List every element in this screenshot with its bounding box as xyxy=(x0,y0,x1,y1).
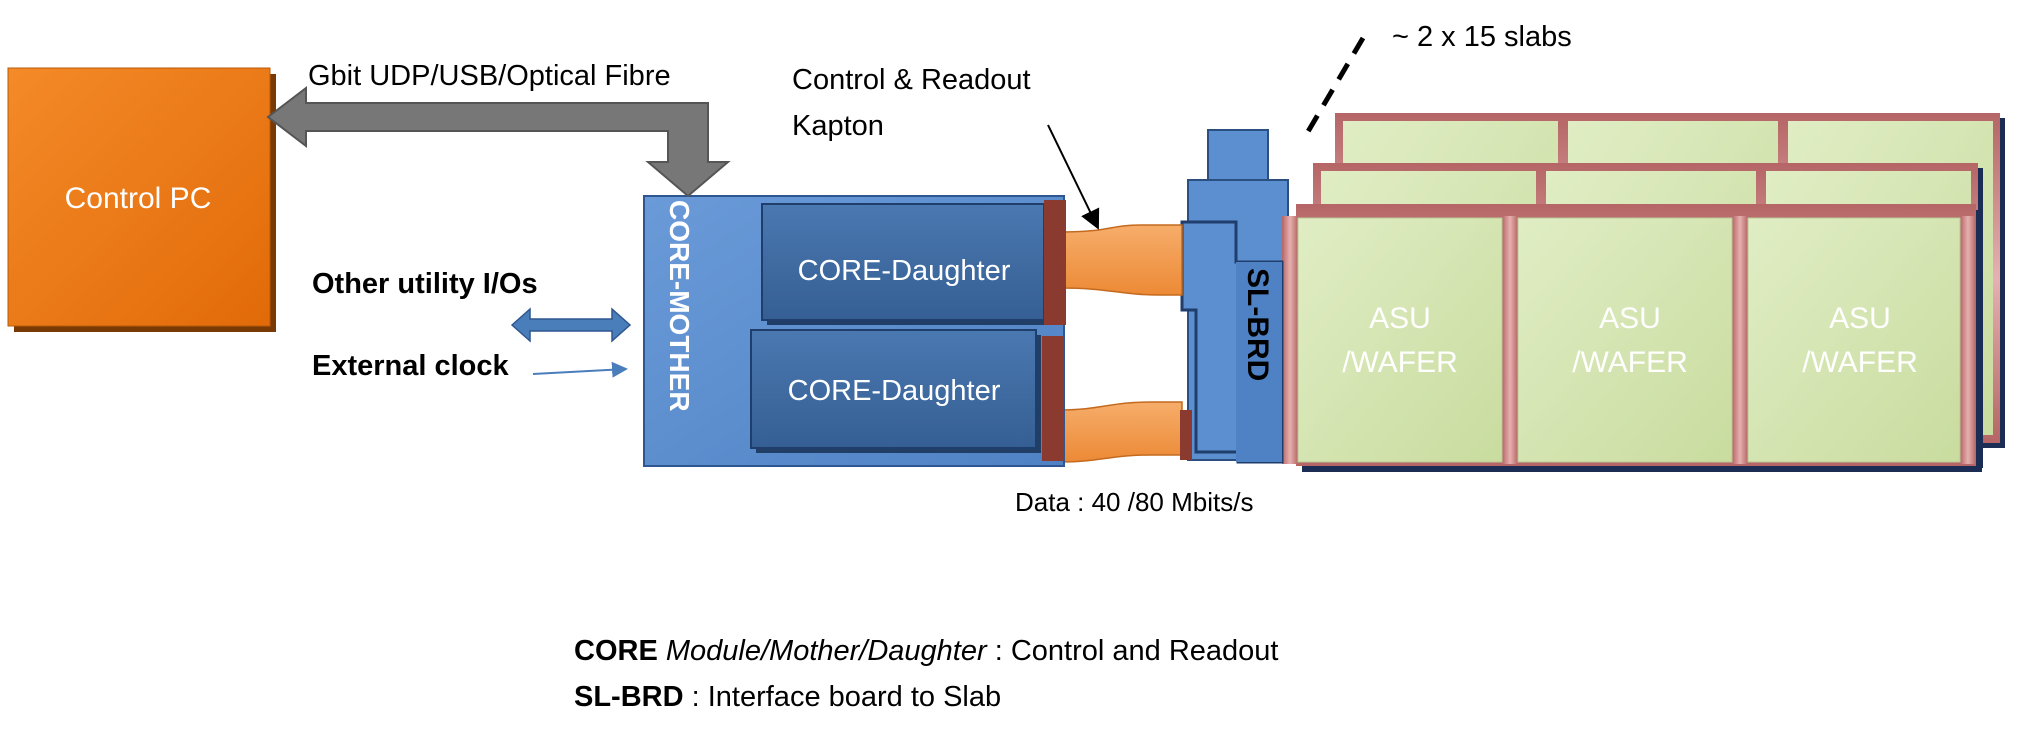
core-daughter-1-label: CORE-Daughter xyxy=(798,255,1011,287)
slabs-label: ~ 2 x 15 slabs xyxy=(1392,21,1572,53)
asu-label-1-line2: /WAFER xyxy=(1342,346,1458,379)
asu-label-2-line1: ASU xyxy=(1599,302,1661,335)
ext-clock-arrow xyxy=(532,361,628,378)
control-pc-label: Control PC xyxy=(65,182,212,215)
legend-line-2: SL-BRD : Interface board to Slab xyxy=(574,681,1001,713)
ext-clock-label: External clock xyxy=(312,350,510,382)
legend-line-1-bold: CORE xyxy=(574,635,658,667)
asu-label-1-line1: ASU xyxy=(1369,302,1431,335)
asu-label-3-line1: ASU xyxy=(1829,302,1891,335)
kapton-label-line1: Control & Readout xyxy=(792,64,1031,96)
legend-line-2-bold: SL-BRD xyxy=(574,681,684,713)
link-arrow xyxy=(266,85,731,198)
asu-label-3-line2: /WAFER xyxy=(1802,346,1918,379)
other-io-label: Other utility I/Os xyxy=(312,268,538,300)
kapton-cables xyxy=(1059,224,1192,463)
asu-wafer-2 xyxy=(1517,217,1733,463)
data-rate-label: Data : 40 /80 Mbits/s xyxy=(1015,487,1253,517)
core-mother-label: CORE-MOTHER xyxy=(664,200,695,412)
other-io-arrow xyxy=(510,307,632,343)
legend-line-1: CORE Module/Mother/Daughter : Control an… xyxy=(574,635,1278,667)
core-daughter-2 xyxy=(750,329,1037,449)
asu-wafer-3 xyxy=(1747,217,1961,463)
slab-layer-front: ASU /WAFER ASU /WAFER ASU /WAFER xyxy=(1282,204,1982,472)
control-pc: Control PC xyxy=(7,67,276,332)
asu-wafer-1 xyxy=(1297,217,1503,463)
kapton-pointer xyxy=(1047,124,1100,230)
core-daughter-2-label: CORE-Daughter xyxy=(788,375,1001,407)
slab-stack: ASU /WAFER ASU /WAFER ASU /WAFER xyxy=(1187,113,2005,472)
legend-line-1-rest: : Control and Readout xyxy=(995,635,1279,667)
legend: CORE Module/Mother/Daughter : Control an… xyxy=(574,635,1278,713)
kapton-cable-top xyxy=(1059,224,1183,296)
core-mother-board: CORE-MOTHER CORE-Daughter CORE-Daughter xyxy=(643,195,1066,467)
kapton-label-line2: Kapton xyxy=(792,110,884,142)
link-label: Gbit UDP/USB/Optical Fibre xyxy=(308,60,671,92)
legend-line-1-italic: Module/Mother/Daughter xyxy=(666,635,988,667)
kapton-cable-bottom xyxy=(1059,401,1183,463)
sl-brd-board: SL-BRD xyxy=(1180,220,1284,464)
sl-brd-label: SL-BRD xyxy=(1241,268,1274,381)
legend-line-2-rest: : Interface board to Slab xyxy=(692,681,1002,713)
asu-label-2-line2: /WAFER xyxy=(1572,346,1688,379)
slabs-pointer xyxy=(1303,36,1366,137)
